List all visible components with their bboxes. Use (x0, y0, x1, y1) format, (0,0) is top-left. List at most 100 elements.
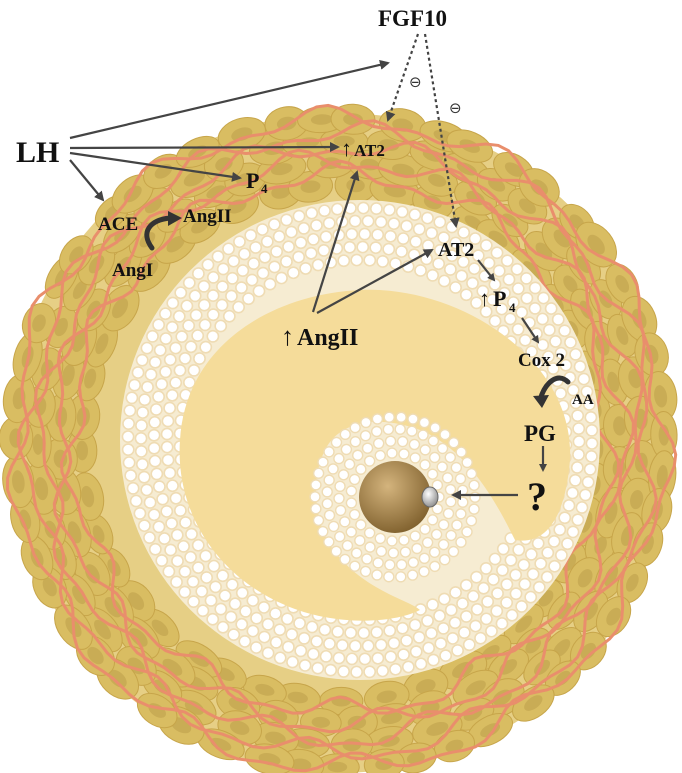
granulosa-cell (535, 558, 546, 569)
label-fgf10: FGF10 (378, 6, 447, 31)
granulosa-cell (269, 219, 280, 230)
granulosa-cell (148, 430, 159, 441)
granulosa-cell (371, 627, 382, 638)
granulosa-cell (550, 336, 561, 347)
cumulus-cell (328, 464, 338, 474)
cumulus-cell (353, 450, 363, 460)
granulosa-cell (157, 494, 168, 505)
granulosa-cell (226, 290, 237, 301)
granulosa-cell (486, 626, 497, 637)
cumulus-cell (430, 452, 440, 462)
granulosa-cell (286, 629, 297, 640)
granulosa-cell (332, 626, 343, 637)
cumulus-cell (410, 453, 420, 463)
granulosa-cell (459, 627, 470, 638)
granulosa-cell (580, 489, 591, 500)
granulosa-cell (481, 613, 492, 624)
granulosa-cell (519, 579, 530, 590)
granulosa-cell (131, 495, 142, 506)
granulosa-cell (513, 544, 524, 555)
cumulus-cell (365, 456, 375, 466)
granulosa-cell (570, 349, 581, 360)
cumulus-cell (400, 547, 410, 557)
granulosa-cell (294, 618, 305, 629)
granulosa-cell (498, 543, 509, 554)
granulosa-cell (415, 658, 426, 669)
cumulus-cell (345, 459, 355, 469)
granulosa-cell (132, 367, 143, 378)
granulosa-cell (217, 622, 228, 633)
granulosa-cell (136, 446, 147, 457)
granulosa-cell (137, 407, 148, 418)
granulosa-cell (162, 454, 173, 465)
granulosa-cell (269, 261, 280, 272)
cumulus-cell (350, 423, 360, 433)
theca-cell-nucleus (33, 434, 44, 455)
cumulus-cell (331, 437, 341, 447)
granulosa-cell (358, 202, 369, 213)
label-cox2: Cox 2 (518, 350, 565, 371)
cumulus-cell (352, 548, 362, 558)
cumulus-cell (350, 437, 360, 447)
granulosa-cell (175, 287, 186, 298)
cumulus-cell (350, 474, 360, 484)
granulosa-cell (227, 579, 238, 590)
granulosa-cell (160, 308, 171, 319)
granulosa-cell (345, 627, 356, 638)
granulosa-cell (359, 653, 370, 664)
arrow-lh-at2 (70, 147, 338, 148)
granulosa-cell (207, 331, 218, 342)
granulosa-cell (428, 654, 439, 665)
granulosa-cell (583, 477, 594, 488)
label-question: ? (527, 474, 547, 519)
cumulus-cell (446, 530, 456, 540)
cumulus-cell (350, 561, 360, 571)
granulosa-cell (573, 449, 584, 460)
cumulus-cell (324, 475, 334, 485)
granulosa-cell (383, 244, 394, 255)
cumulus-cell (313, 515, 323, 525)
granulosa-cell (217, 570, 228, 581)
granulosa-cell (521, 293, 532, 304)
granulosa-cell (456, 270, 467, 281)
granulosa-cell (281, 214, 292, 225)
granulosa-cell (129, 379, 140, 390)
granulosa-cell (137, 459, 148, 470)
granulosa-cell (184, 277, 195, 288)
granulosa-cell (562, 538, 573, 549)
label-angii-center: AngII (297, 325, 358, 351)
granulosa-cell (172, 555, 183, 566)
granulosa-cell (364, 666, 375, 677)
granulosa-cell (384, 204, 395, 215)
granulosa-cell (505, 555, 516, 566)
granulosa-cell (409, 209, 420, 220)
granulosa-cell (274, 231, 285, 242)
granulosa-cell (176, 331, 187, 342)
granulosa-cell (521, 273, 532, 284)
granulosa-cell (461, 580, 472, 591)
granulosa-cell (271, 246, 282, 257)
granulosa-cell (467, 278, 478, 289)
granulosa-cell (208, 561, 219, 572)
cumulus-cell (428, 469, 438, 479)
cumulus-cell (387, 448, 397, 458)
granulosa-cell (166, 518, 177, 529)
granulosa-cell (122, 431, 133, 442)
granulosa-cell (318, 245, 329, 256)
granulosa-cell (223, 243, 234, 254)
granulosa-cell (450, 587, 461, 598)
granulosa-cell (165, 544, 176, 555)
granulosa-cell (586, 451, 597, 462)
cumulus-cell (469, 504, 479, 514)
cumulus-cell (373, 558, 383, 568)
cumulus-cell (451, 463, 461, 473)
granulosa-cell (396, 246, 407, 257)
label-p4-right-arrow: ↑ (479, 286, 490, 311)
granulosa-cell (565, 337, 576, 348)
granulosa-cell (570, 475, 581, 486)
granulosa-cell (542, 571, 553, 582)
granulosa-cell (251, 642, 262, 653)
granulosa-cell (567, 526, 578, 537)
